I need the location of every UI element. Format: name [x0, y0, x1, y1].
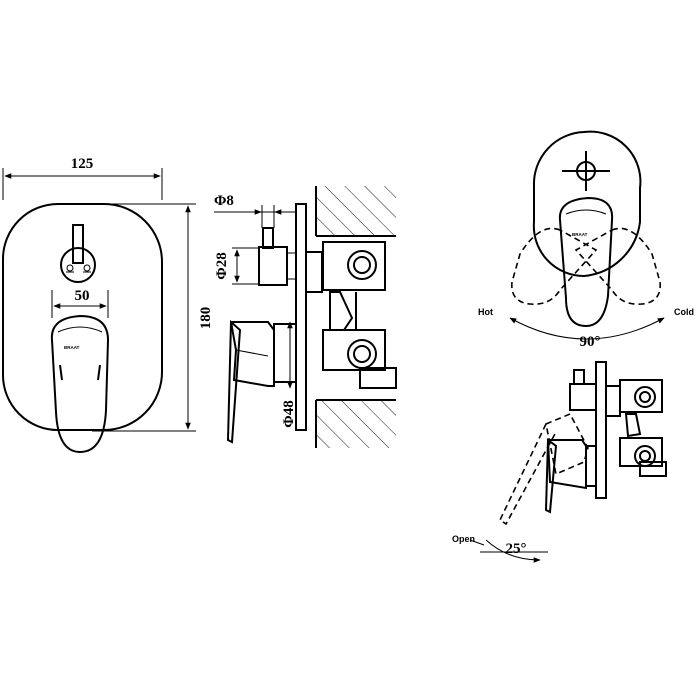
valve-body	[305, 241, 397, 389]
hot-position-lever	[511, 227, 598, 306]
width-label: 125	[71, 156, 94, 172]
hot-label: Hot	[478, 307, 493, 317]
front-brand-text: BRAAT	[64, 345, 80, 350]
cold-position-lever	[574, 227, 661, 306]
plate-dia-dimension: Φ48	[281, 321, 297, 428]
rotation-angle-label: 90°	[580, 334, 601, 350]
cold-label: Cold	[674, 307, 694, 317]
open-angle-arc	[485, 539, 541, 563]
height-dimension: 180	[92, 203, 214, 432]
rotation-plate	[532, 130, 642, 278]
open-angle-label: 25°	[506, 541, 527, 557]
diverter-dia-label: Φ8	[214, 193, 234, 209]
open-valve-body	[605, 379, 667, 477]
plate-dia-label: Φ48	[281, 400, 297, 427]
open-plate	[595, 361, 607, 499]
knob-dia-dimension: Φ28	[214, 247, 258, 285]
width-dimension: 125	[2, 156, 163, 200]
height-label: 180	[198, 307, 214, 330]
side-plate	[295, 203, 307, 431]
open-view: 25° Open	[452, 361, 667, 563]
rotation-view: BRAAT 90° Hot Cold	[478, 130, 694, 350]
rotation-diverter	[562, 151, 610, 191]
lever-width-label: 50	[75, 288, 90, 304]
diverter-dia-dimension: Φ8	[214, 193, 296, 228]
front-view: 125 180 50	[2, 156, 214, 454]
open-lever-open	[498, 412, 589, 526]
lever-width-dimension: 50	[51, 288, 109, 318]
side-view: Φ8 Φ28	[214, 186, 397, 448]
diverter-knob	[60, 224, 96, 283]
rotation-brand-text: BRAAT	[572, 232, 588, 237]
lever: BRAAT	[50, 314, 110, 454]
side-knob	[258, 227, 296, 286]
side-lever	[226, 319, 297, 444]
wall-hatch	[315, 186, 396, 448]
rotation-arc	[509, 317, 665, 340]
open-label: Open	[452, 534, 475, 544]
open-lever-closed	[544, 438, 597, 514]
knob-dia-label: Φ28	[214, 252, 230, 279]
